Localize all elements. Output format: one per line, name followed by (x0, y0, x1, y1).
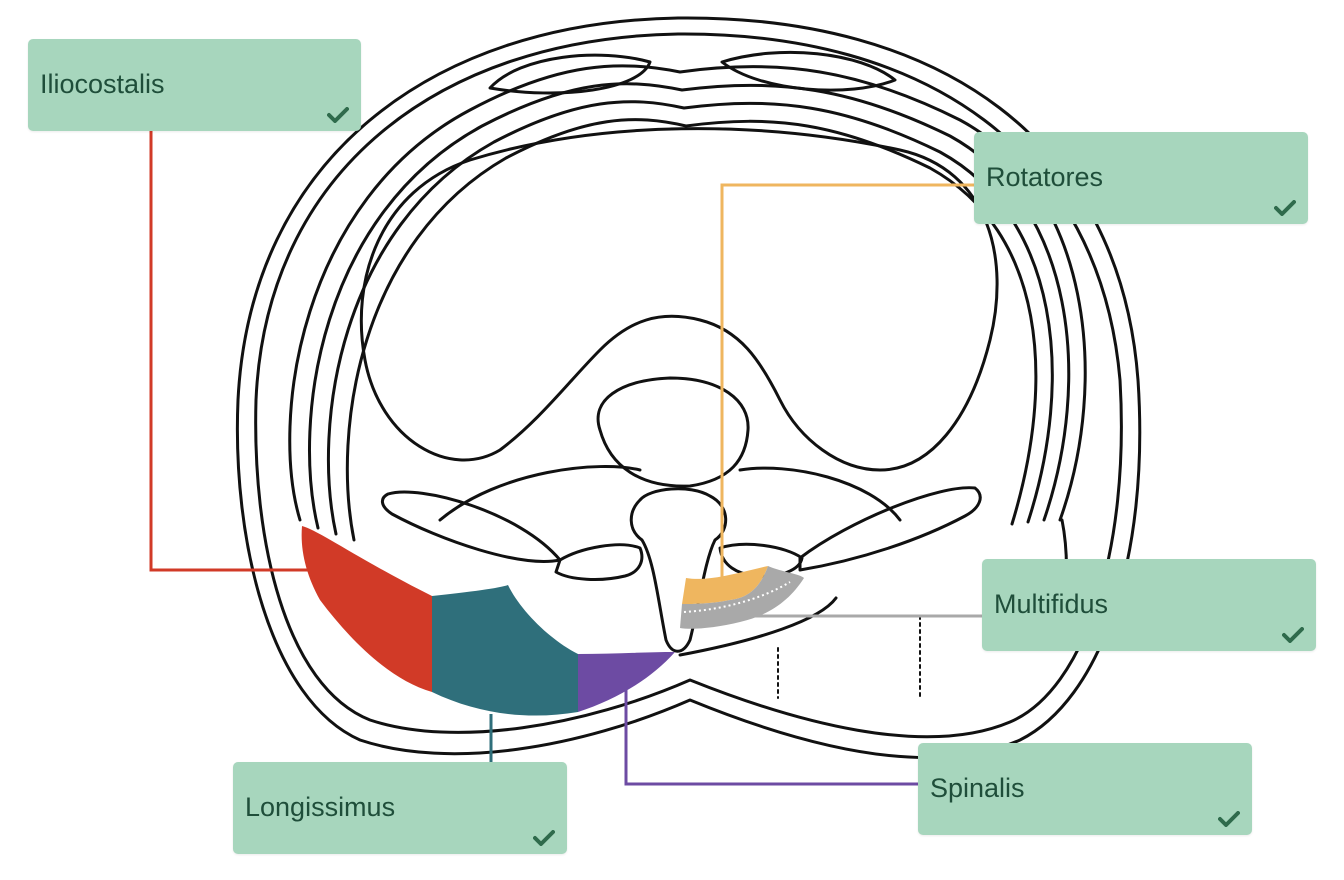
sternum-left-oval (488, 53, 652, 95)
label-rotatores-text: Rotatores (986, 161, 1104, 192)
label-longissimus-text: Longissimus (245, 791, 396, 822)
sternum-right-oval (720, 50, 897, 92)
outer-body-contour (235, 16, 1142, 760)
vertebral-body (596, 376, 750, 488)
rotatores-muscle (682, 566, 768, 604)
check-icon (1274, 200, 1296, 216)
spinalis-leader-line (624, 690, 918, 786)
check-icon (1282, 627, 1304, 643)
rib-left-oval (381, 490, 562, 563)
thoracic-cavity (359, 127, 999, 472)
rotatores-leader-line (720, 183, 976, 578)
spinalis-muscle (578, 652, 675, 712)
label-multifidus[interactable]: Multifidus (982, 559, 1316, 651)
label-iliocostalis-text: Iliocostalis (40, 68, 165, 99)
label-rotatores[interactable]: Rotatores (974, 132, 1308, 224)
label-spinalis[interactable]: Spinalis (918, 743, 1252, 835)
vertebral-arch (629, 487, 728, 653)
label-multifidus-text: Multifidus (994, 588, 1109, 619)
longissimus-muscle (432, 585, 578, 716)
rib-right-oval (798, 486, 982, 572)
label-spinalis-text: Spinalis (930, 772, 1025, 803)
iliocostalis-leader-line (149, 130, 308, 572)
check-icon (1218, 811, 1240, 827)
inner-body-contour (254, 32, 1123, 739)
label-iliocostalis[interactable]: Iliocostalis (28, 39, 361, 131)
check-icon (533, 830, 555, 846)
multifidus-muscle (680, 566, 804, 629)
iliocostalis-muscle (301, 526, 432, 692)
check-icon (327, 107, 349, 123)
label-longissimus[interactable]: Longissimus (233, 762, 567, 854)
